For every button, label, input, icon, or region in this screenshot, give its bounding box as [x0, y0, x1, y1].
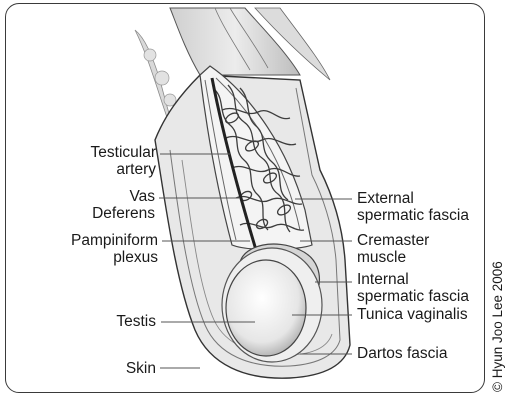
label-vas-deferens-line1: Vas [60, 188, 155, 205]
label-pampiniform-plexus-line2: plexus [40, 249, 158, 266]
label-vas-deferens-line2: Deferens [60, 205, 155, 222]
label-testis-text: Testis [90, 313, 156, 330]
label-internal-spermatic-fascia-line2: spermatic fascia [357, 288, 469, 305]
label-external-spermatic-fascia: External spermatic fascia [357, 190, 469, 224]
label-testicular-artery: Testicular artery [60, 144, 156, 178]
label-dartos-fascia: Dartos fascia [357, 345, 447, 362]
upper-cord [170, 8, 330, 80]
label-testis: Testis [90, 313, 156, 330]
label-external-spermatic-fascia-line1: External [357, 190, 469, 207]
label-skin-text: Skin [100, 360, 156, 377]
label-internal-spermatic-fascia-line1: Internal [357, 271, 469, 288]
label-testicular-artery-line1: Testicular [60, 144, 156, 161]
label-external-spermatic-fascia-line2: spermatic fascia [357, 207, 469, 224]
label-tunica-vaginalis-text: Tunica vaginalis [357, 306, 468, 323]
label-tunica-vaginalis: Tunica vaginalis [357, 306, 468, 323]
label-cremaster-muscle: Cremaster muscle [357, 232, 429, 266]
label-skin: Skin [100, 360, 156, 377]
label-cremaster-muscle-line2: muscle [357, 249, 429, 266]
label-internal-spermatic-fascia: Internal spermatic fascia [357, 271, 469, 305]
label-pampiniform-plexus: Pampiniform plexus [40, 232, 158, 266]
label-pampiniform-plexus-line1: Pampiniform [40, 232, 158, 249]
copyright-credit-text: © Hyun Joo Lee 2006 [490, 261, 505, 392]
testis-body [226, 260, 306, 356]
label-testicular-artery-line2: artery [60, 161, 156, 178]
label-dartos-fascia-text: Dartos fascia [357, 345, 447, 362]
label-vas-deferens: Vas Deferens [60, 188, 155, 222]
label-cremaster-muscle-line1: Cremaster [357, 232, 429, 249]
